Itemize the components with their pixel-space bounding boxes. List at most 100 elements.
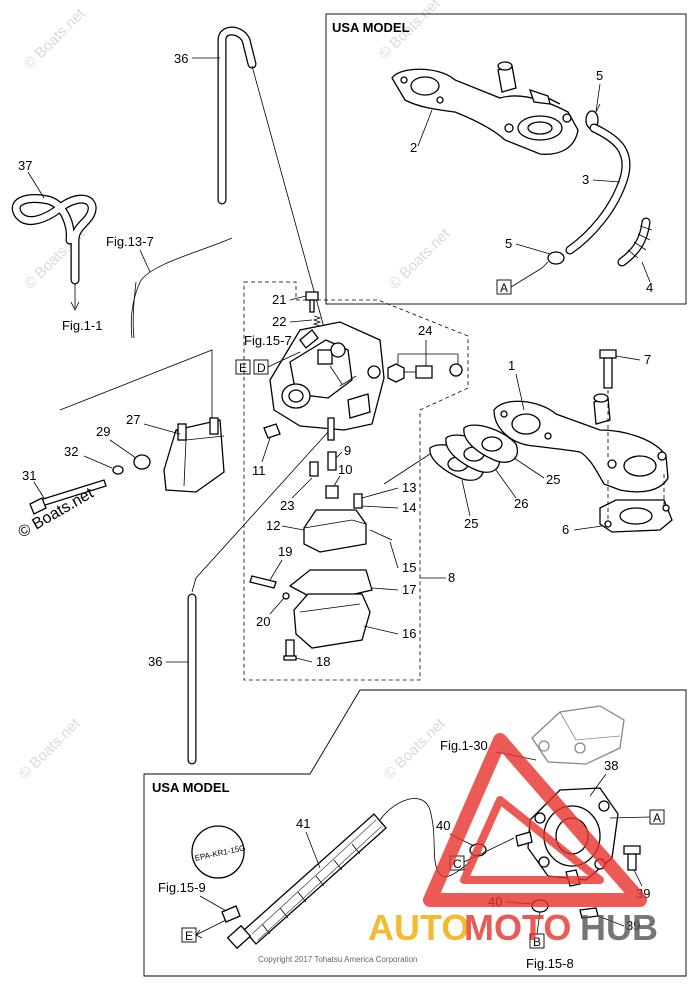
callout-39-b: 39: [626, 918, 640, 933]
callout-15: 15: [402, 560, 416, 575]
hose-clip-5b: [541, 251, 565, 269]
bolt-39-a: [623, 845, 641, 871]
screw-21: [305, 291, 319, 313]
usa-model-box-top: [325, 13, 687, 305]
usa-model-heading-top: USA MODEL: [332, 20, 410, 35]
connector-small: [221, 905, 241, 923]
callout-18: 18: [316, 654, 330, 669]
needle-jet-9: [327, 451, 337, 471]
callout-21: 21: [272, 292, 286, 307]
drain-screw-19: [249, 575, 277, 589]
hose-37: [11, 194, 97, 285]
ref-fig-1-1: Fig.1-1: [62, 318, 102, 333]
box-e-mid: [235, 359, 251, 375]
spring-22: [312, 315, 322, 327]
box-e-bottom-letter: E: [185, 929, 193, 943]
callout-19: 19: [278, 544, 292, 559]
watermark-7: © Boats.net: [16, 485, 98, 542]
needle-valve-13: [353, 493, 363, 509]
ref-fig-1-30: Fig.1-30: [440, 738, 488, 753]
float-12: [303, 509, 367, 553]
callout-7: 7: [644, 352, 651, 367]
watermark-6: © Boats.net: [381, 715, 449, 783]
box-a-top-letter: A: [500, 281, 508, 295]
callout-12: 12: [266, 518, 280, 533]
epa-label-circle: EPA-KR1-15G: [191, 825, 246, 879]
elbow-hose-4: [617, 217, 653, 267]
intake-manifold-usa: [391, 61, 579, 155]
callout-41: 41: [296, 816, 310, 831]
fuel-hose-36-top: [217, 26, 257, 205]
ref-fig-15-7: Fig.15-7: [244, 333, 292, 348]
callout-29: 29: [96, 424, 110, 439]
callout-22: 22: [272, 314, 286, 329]
watermark-4: © Boats.net: [386, 225, 454, 293]
usa-model-box-bottom: [143, 689, 687, 977]
fuel-hose-41: [226, 813, 387, 950]
watermark-1: © Boats.net: [21, 5, 89, 73]
engine-mount-bracket: [531, 705, 625, 765]
bolt-7: [599, 349, 617, 389]
brand-part-3: HUB: [580, 907, 658, 948]
brand-part-1: AUTO: [368, 907, 469, 948]
intake-manifold-1: [493, 393, 669, 493]
callout-38: 38: [604, 758, 618, 773]
jet-23: [309, 461, 319, 477]
callout-36-top: 36: [174, 51, 188, 66]
callout-20: 20: [256, 614, 270, 629]
callout-10: 10: [338, 462, 352, 477]
fuel-pump-38: [515, 787, 619, 887]
callout-8: 8: [448, 570, 455, 585]
box-b-letter: B: [533, 935, 541, 949]
callout-27: 27: [126, 412, 140, 427]
usa-model-heading-bottom: USA MODEL: [152, 780, 230, 795]
float-bowl-16: [293, 593, 371, 649]
callout-24: 24: [418, 323, 432, 338]
callout-26: 26: [514, 496, 528, 511]
callout-9: 9: [344, 443, 351, 458]
callout-17: 17: [402, 582, 416, 597]
callout-14: 14: [402, 500, 416, 515]
box-a-bottom-letter: A: [653, 811, 661, 825]
group-bracket-left: [59, 349, 213, 420]
callout-1: 1: [508, 358, 515, 373]
callout-31: 31: [22, 468, 36, 483]
watermark-5: © Boats.net: [16, 715, 84, 783]
o-ring-20: [282, 592, 290, 600]
screw-11: [263, 423, 281, 439]
brand-part-2: MOTO: [464, 907, 571, 948]
callout-40-a: 40: [436, 818, 450, 833]
grommet-29: [133, 454, 151, 470]
gasket-25-b: [463, 424, 519, 463]
copyright-text: Copyright 2017 Tohatsu America Corporati…: [258, 955, 418, 964]
callout-13: 13: [402, 480, 416, 495]
ref-fig-15-8: Fig.15-8: [526, 956, 574, 971]
main-jet-10: [325, 485, 339, 499]
callout-5-top: 5: [596, 68, 603, 83]
callout-6: 6: [562, 522, 569, 537]
bolt-31: [29, 479, 107, 515]
callout-2: 2: [410, 140, 417, 155]
idle-screw-set-24: [387, 363, 463, 383]
callout-32: 32: [64, 444, 78, 459]
callout-4: 4: [646, 280, 653, 295]
callout-23: 23: [280, 498, 294, 513]
air-silencer-27: [163, 417, 225, 493]
screw-18: [283, 639, 297, 661]
carburetor-group-box: [243, 281, 469, 681]
throttle-cable: [130, 237, 233, 339]
ref-fig-15-9: Fig.15-9: [158, 880, 206, 895]
callout-5-bottom: 5: [505, 236, 512, 251]
washer-32: [112, 465, 124, 475]
box-d-letter: D: [257, 361, 266, 375]
watermarks: © Boats.net © Boats.net © Boats.net © Bo…: [16, 0, 454, 783]
box-e-mid-letter: E: [239, 361, 247, 375]
box-c-letter: C: [453, 857, 462, 871]
callout-36-bottom: 36: [148, 654, 162, 669]
callout-16: 16: [402, 626, 416, 641]
callout-11: 11: [252, 463, 266, 478]
callout-25-right: 25: [546, 472, 560, 487]
autumotohub-logo: AUTO MOTO HUB: [368, 733, 658, 948]
fuel-hose-3: [565, 123, 631, 255]
